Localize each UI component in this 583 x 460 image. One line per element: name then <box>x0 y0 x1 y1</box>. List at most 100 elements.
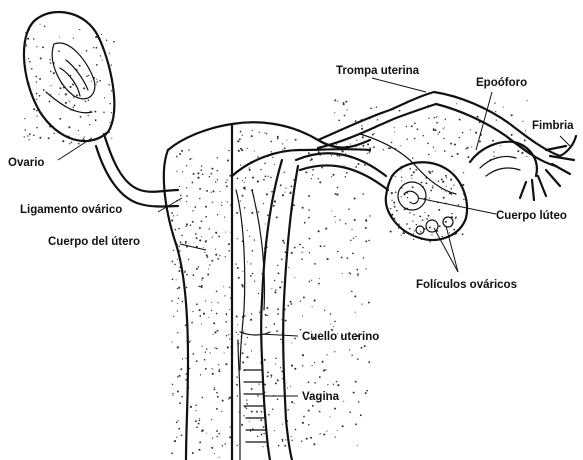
stipple-dot <box>186 165 187 166</box>
stipple-dot <box>177 215 178 216</box>
stipple-dot <box>463 199 464 200</box>
stipple-dot <box>449 232 450 233</box>
stipple-dot <box>223 286 224 287</box>
stipple-dot <box>492 140 494 142</box>
stipple-dot <box>79 65 81 67</box>
stipple-dot <box>39 137 41 139</box>
stipple-dot <box>191 322 193 324</box>
stipple-dot <box>242 286 244 288</box>
stipple-dot <box>237 395 238 396</box>
stipple-dot <box>319 411 321 413</box>
stipple-dot <box>436 116 437 117</box>
stipple-dot <box>264 163 266 165</box>
stipple-dot <box>428 154 430 156</box>
stipple-dot <box>176 171 177 172</box>
stipple-dot <box>409 228 411 230</box>
stipple-dot <box>401 176 402 177</box>
stipple-dot <box>270 141 272 143</box>
stipple-dot <box>327 384 328 385</box>
stipple-dot <box>36 46 37 47</box>
stipple-dot <box>456 103 457 104</box>
stipple-dot <box>346 257 348 259</box>
stipple-dot <box>243 415 244 416</box>
stipple-dot <box>180 201 181 202</box>
stipple-dot <box>266 307 268 309</box>
stipple-dot <box>250 275 252 277</box>
stipple-dot <box>24 118 25 119</box>
stipple-dot <box>236 332 237 333</box>
stipple-dot <box>263 179 265 181</box>
stipple-dot <box>244 343 245 344</box>
stipple-dot <box>236 316 238 318</box>
stipple-dot <box>228 334 229 335</box>
stipple-dot <box>74 105 76 107</box>
right-ovarian-ligament <box>296 153 388 190</box>
stipple-dot <box>331 155 332 156</box>
stipple-dot <box>226 185 228 187</box>
stipple-dot <box>215 181 217 183</box>
stipple-dot <box>331 210 332 211</box>
stipple-dot <box>413 239 414 240</box>
stipple-dot <box>411 178 412 179</box>
stipple-dot <box>199 227 201 229</box>
stipple-dot <box>244 207 246 209</box>
stipple-dot <box>365 268 366 269</box>
stipple-dot <box>414 230 415 231</box>
stipple-dot <box>78 130 79 131</box>
stipple-dot <box>459 119 461 121</box>
stipple-dot <box>351 291 353 293</box>
stipple-dot <box>192 452 194 454</box>
stipple-dot <box>322 361 324 363</box>
stipple-dot <box>477 116 479 118</box>
stipple-dot <box>394 131 395 132</box>
stipple-dot <box>218 433 220 435</box>
stipple-dot <box>96 64 98 66</box>
stipple-dot <box>250 431 251 432</box>
stipple-dot <box>180 195 181 196</box>
stipple-dot <box>103 112 104 113</box>
stipple-dot <box>325 228 327 230</box>
stipple-dot <box>171 212 173 214</box>
stipple-dot <box>199 286 200 287</box>
epoophoron <box>470 142 537 176</box>
stipple-dot <box>215 254 217 256</box>
stipple-dot <box>284 445 286 447</box>
stipple-dot <box>258 383 259 384</box>
stipple-dot <box>274 164 275 165</box>
stipple-dot <box>369 147 371 149</box>
stipple-dot <box>401 169 402 170</box>
stipple-dot <box>36 93 38 95</box>
stipple-dot <box>228 243 230 245</box>
stipple-dot <box>244 182 245 183</box>
stipple-dot <box>354 219 356 221</box>
stipple-dot <box>196 237 198 239</box>
stipple-dot <box>355 312 356 313</box>
stipple-dot <box>213 334 214 335</box>
stipple-dot <box>415 169 417 171</box>
stipple-dot <box>470 129 471 130</box>
stipple-dot <box>239 138 241 140</box>
stipple-dot <box>357 273 359 275</box>
stipple-dot <box>338 119 340 121</box>
stipple-dot <box>174 264 176 266</box>
stipple-dot <box>275 289 277 291</box>
stipple-dot <box>277 313 279 315</box>
stipple-dot <box>291 365 293 367</box>
stipple-dot <box>225 363 227 365</box>
stipple-dot <box>459 137 460 138</box>
stipple-dot <box>337 251 339 253</box>
stipple-dot <box>176 436 177 437</box>
label-epooforo: Epoóforo <box>476 77 527 89</box>
stipple-dot <box>436 122 438 124</box>
stipple-dot <box>283 242 285 244</box>
stipple-dot <box>291 186 293 188</box>
stipple-dot <box>361 304 362 305</box>
stipple-dot <box>177 288 178 289</box>
label-cuello-uterino: Cuello uterino <box>302 331 379 343</box>
stipple-dot <box>242 361 244 363</box>
stipple-dot <box>361 128 363 130</box>
stipple-dot <box>94 111 96 113</box>
stipple-dot <box>334 216 335 217</box>
stipple-dot <box>365 240 367 242</box>
stipple-dot <box>441 189 442 190</box>
